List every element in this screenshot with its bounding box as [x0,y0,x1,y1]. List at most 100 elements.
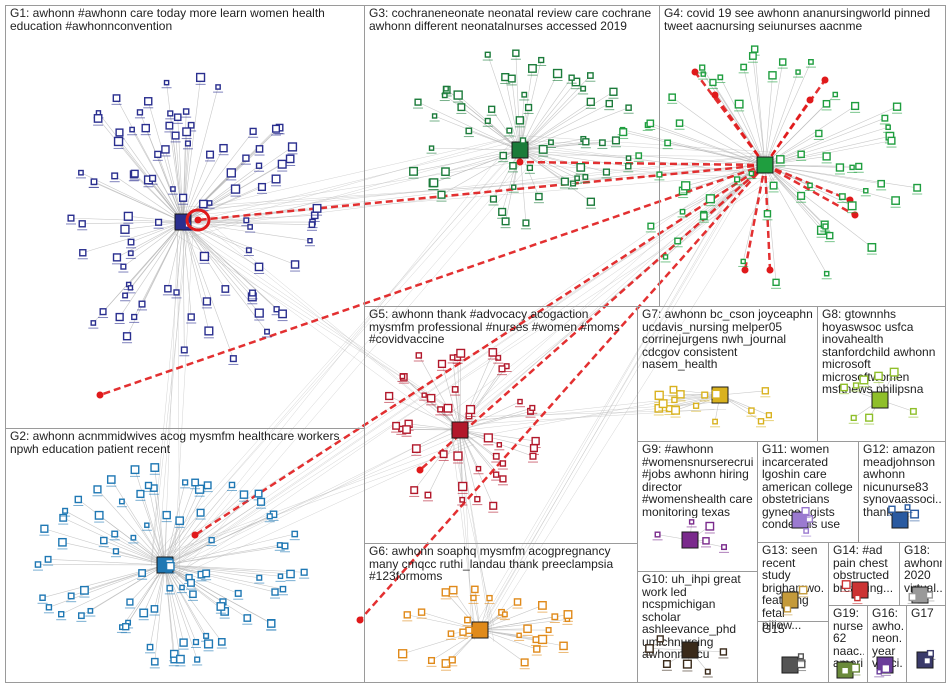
node [484,117,491,124]
group-box-g6: G6: awhonn soaphq mysmfm acogpregnancy m… [364,543,638,683]
node [471,585,479,594]
node [67,592,75,600]
node [441,167,450,176]
edge [479,605,543,631]
node [187,313,195,321]
edge [459,407,533,431]
node [926,649,934,658]
node [748,170,755,177]
cross-edge [454,151,772,437]
group-title-g15: G15 [762,623,785,636]
node [645,644,654,653]
edge [164,564,260,579]
node [143,97,153,106]
edge [764,135,890,166]
node [202,297,212,306]
node [203,639,214,649]
highlight-edge [743,164,767,271]
highlight-arrowhead [191,531,199,539]
node [234,589,242,597]
node [458,481,468,492]
node [699,212,708,220]
node [656,171,663,178]
edge [164,564,209,645]
node [850,414,857,421]
edge [182,221,268,332]
highlight-arrowhead [851,211,859,219]
node [797,191,806,200]
edge [764,164,918,189]
node [574,175,580,182]
node [45,604,53,611]
cross-edge [193,215,454,425]
node [795,69,801,75]
node [229,355,237,363]
node [488,105,496,113]
node [173,113,182,122]
node [501,72,510,82]
node [619,128,628,137]
edge [519,81,577,151]
node [191,478,200,487]
node [414,98,422,106]
group-title-g9: G9: #awhonn #womensnurserecrui... #jobs … [642,443,754,518]
edge [164,564,198,660]
node [215,84,221,90]
cross-edge [458,156,751,420]
node [90,178,98,186]
node [538,601,547,610]
hub-node [681,641,699,659]
node [625,155,632,161]
node [245,247,252,254]
node [131,313,138,321]
node [849,164,855,171]
edge [459,411,531,431]
node [692,402,700,409]
node [278,309,287,319]
edge [720,77,766,166]
node [182,127,192,137]
node [876,669,882,675]
node [208,536,215,544]
highlight-edge [519,160,766,167]
node [763,210,772,218]
node [247,224,253,230]
edge [134,469,166,566]
edge-group [37,49,931,672]
edge [164,564,276,593]
node [276,542,283,549]
node [499,151,508,160]
node [428,145,435,151]
node [874,371,883,381]
node [571,77,581,87]
node [87,607,94,614]
highlight-edge [99,163,766,397]
edge [764,164,822,231]
group-title-g16: G16: awho... neon... year vacci... [872,607,903,669]
node [170,656,178,664]
node [484,51,491,58]
node [509,161,517,170]
edge [123,221,184,267]
edge [519,73,558,151]
edge [511,78,521,151]
edge [487,54,521,151]
edge [445,149,521,172]
hub-node [511,141,529,159]
node [904,504,911,511]
node [459,496,466,503]
node [115,312,124,322]
edge [175,135,184,223]
node [287,142,298,152]
node [519,137,527,144]
node [803,528,810,534]
node [520,658,529,667]
edge [164,482,186,566]
node [888,505,896,513]
node [757,418,765,425]
highlight-arrowhead [194,216,202,224]
node [522,219,530,227]
node [679,208,686,215]
node [908,592,917,602]
node [398,649,408,659]
